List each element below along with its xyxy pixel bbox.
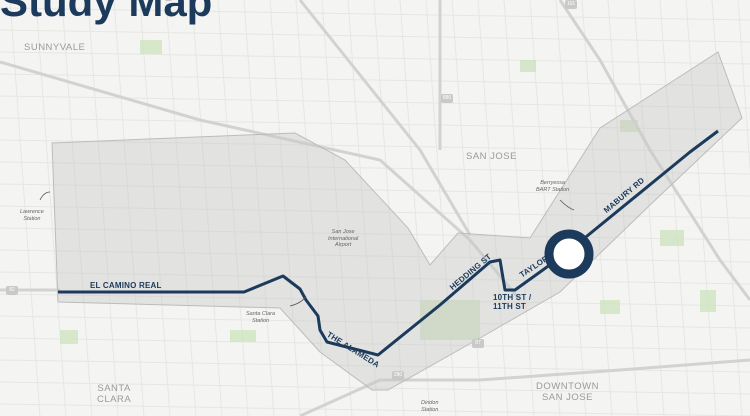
street-line — [555, 0, 587, 416]
station-label-berryessa: Berryessa BART Station — [536, 180, 570, 193]
street-line — [347, 0, 379, 416]
highway-shield-icon: 87 — [472, 339, 484, 348]
park — [140, 40, 162, 54]
street-line — [295, 0, 327, 416]
street-line — [61, 0, 93, 416]
street-line — [165, 0, 197, 416]
station-marker-icon[interactable] — [544, 229, 594, 279]
street-line — [477, 0, 509, 416]
street-line — [0, 29, 750, 43]
street-line — [0, 51, 750, 65]
street-line — [0, 293, 750, 307]
street-line — [0, 249, 750, 263]
park — [520, 60, 536, 72]
street-line — [0, 403, 750, 416]
street-line — [191, 0, 223, 416]
street-line — [711, 0, 743, 416]
street-line — [9, 0, 41, 416]
arrow-icon — [39, 191, 51, 201]
city-label-downtown: DOWNTOWN SAN JOSE — [536, 381, 599, 403]
freeway-101 — [0, 60, 522, 301]
street-line — [0, 337, 750, 351]
page-title: Study Map — [0, 0, 213, 25]
street-line — [0, 315, 750, 329]
street-line — [737, 0, 750, 174]
arrow-icon — [559, 199, 575, 211]
parks — [60, 40, 716, 344]
street-line — [0, 7, 750, 21]
street-line — [0, 139, 750, 153]
street-line — [269, 0, 301, 416]
route-line — [58, 129, 719, 357]
park — [60, 330, 78, 344]
route-label-el-camino: EL CAMINO REAL — [90, 281, 162, 290]
street-line — [0, 73, 750, 87]
station-arrows — [39, 191, 575, 307]
freeway-280 — [299, 358, 750, 416]
street-line — [633, 0, 665, 416]
city-label-sunnyvale: SUNNYVALE — [24, 42, 86, 53]
highway-shield-icon: 880 — [441, 94, 453, 103]
street-line — [425, 0, 457, 416]
park — [700, 290, 716, 312]
study-area — [51, 51, 743, 391]
park — [420, 300, 480, 340]
park — [660, 230, 684, 246]
highway-shield-icon: 82 — [6, 286, 18, 295]
street-line — [581, 0, 613, 416]
street-line — [659, 0, 691, 416]
station-label-lawrence: Lawrence Station — [20, 209, 44, 222]
street-line — [35, 0, 67, 416]
freeway-87 — [298, 0, 472, 236]
street-line — [0, 205, 750, 219]
street-line — [0, 183, 750, 197]
street-line — [0, 227, 750, 241]
city-label-santa-clara: SANTA CLARA — [97, 383, 132, 405]
street-line — [0, 161, 750, 175]
arrow-icon — [289, 295, 307, 307]
highway-shield-icon: 280 — [392, 371, 404, 380]
park — [600, 300, 620, 314]
street-line — [0, 271, 750, 285]
street-line — [243, 0, 275, 416]
park — [230, 330, 256, 342]
station-label-santa-clara: Santa Clara Station — [246, 311, 276, 324]
highway-shield-icon: 101 — [565, 0, 577, 9]
street-line — [399, 0, 431, 416]
station-label-airport: San Jose International Airport — [328, 229, 359, 248]
station-label-diridon: Diridon Station — [421, 400, 439, 413]
street-line — [0, 381, 750, 395]
street-line — [451, 0, 483, 416]
route-label-10th-11th: 10TH ST / 11TH ST — [493, 293, 532, 311]
city-label-san-jose: SAN JOSE — [466, 151, 517, 162]
street-line — [217, 0, 249, 416]
freeway-680 — [558, 0, 750, 301]
